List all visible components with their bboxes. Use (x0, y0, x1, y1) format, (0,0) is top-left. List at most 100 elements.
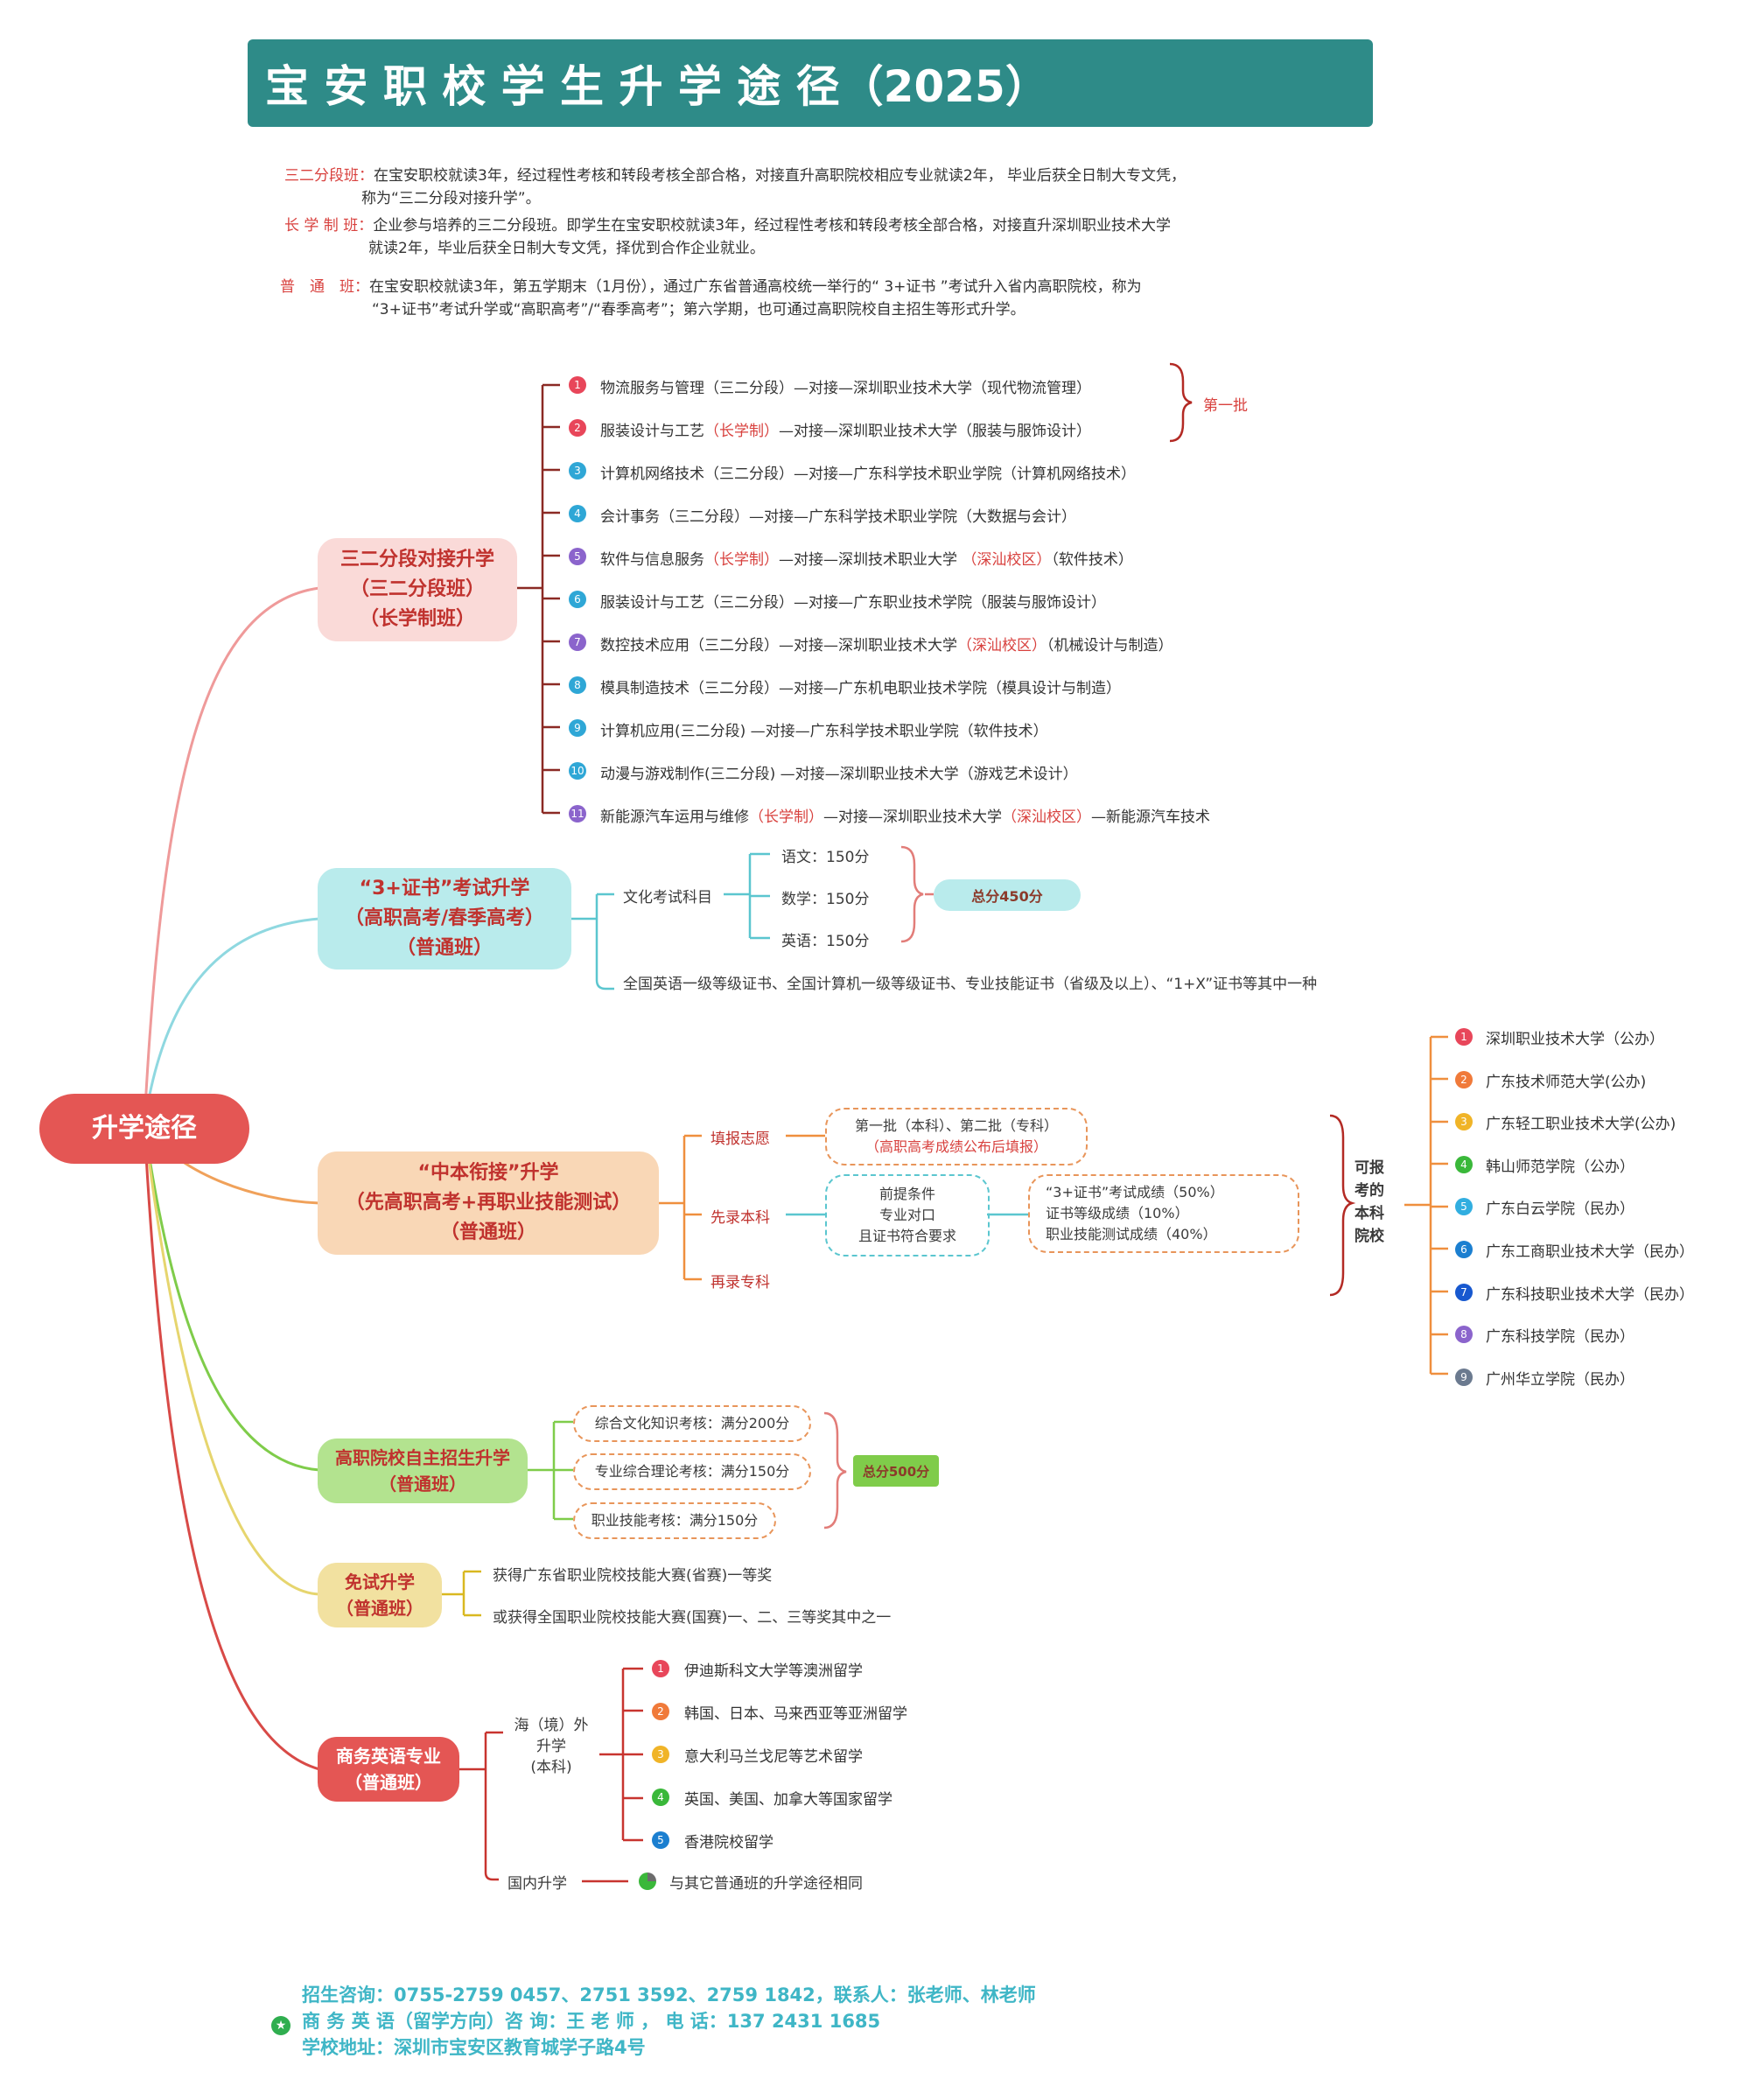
number-badge-icon: 11 (569, 805, 586, 822)
branch-line: （普通班） (396, 937, 493, 959)
school-item: 广东工商职业技术大学（民办） (1486, 1243, 1694, 1261)
program-text: —对接—深圳职业技术大学（服装与服饰设计） (779, 423, 1091, 440)
number-badge-icon: 8 (569, 676, 586, 694)
exempt-item: 获得广东省职业院校技能大赛(省赛)一等奖 (493, 1567, 773, 1585)
total-score-pill: 总分450分 (934, 879, 1081, 911)
intro-normal: 普 通 班：在宝安职校就读3年，第五学期末（1月份），通过广东省普通高校统一举行… (280, 276, 1142, 321)
overseas-item: 英国、美国、加拿大等国家留学 (684, 1791, 892, 1809)
apply-line: 第一批（本科）、第二批（专科） (854, 1117, 1058, 1134)
program-highlight: （深汕校区） (1002, 808, 1091, 826)
school-item: 广东科技学院（民办） (1486, 1328, 1634, 1347)
program-item: 计算机应用(三二分段) —对接—广东科学技术职业学院（软件技术） (600, 718, 1048, 740)
certificate-requirement: 全国英语一级等级证书、全国计算机一级等级证书、专业技能证书（省级及以上）、“1+… (623, 976, 1318, 993)
number-badge-icon: 9 (1455, 1368, 1473, 1386)
number-badge-icon: 6 (1455, 1241, 1473, 1258)
program-highlight: （长学制） (704, 423, 779, 440)
exam-box: 职业技能考核：满分150分 (573, 1502, 776, 1539)
program-text: 模具制造技术（三二分段）—对接—广东机电职业技术学院（模具设计与制造） (600, 680, 1121, 697)
prereq-box: 前提条件专业对口且证书符合要求 (825, 1174, 990, 1256)
intro-label: 普 通 班： (280, 278, 369, 296)
intro-text-2: 称为“三二分段对接升学”。 (361, 190, 541, 207)
program-text: —对接—深圳职业技术大学 (823, 808, 1002, 826)
branch-line: （普通班） (439, 1222, 536, 1243)
apply-label: 填报志愿 (710, 1130, 770, 1148)
star-icon: ★ (271, 2016, 290, 2035)
label-line: (本科) (530, 1759, 572, 1776)
branch-zhongben-node: “中本衔接”升学 （先高职高考+再职业技能测试） （普通班） (318, 1152, 659, 1255)
total-score-pill: 总分500分 (853, 1455, 939, 1487)
program-text: 动漫与游戏制作(三二分段) —对接—深圳职业技术大学（游戏艺术设计） (600, 766, 1078, 783)
program-text: 服装设计与工艺 (600, 423, 704, 440)
branch-line: （先高职高考+再职业技能测试） (345, 1192, 632, 1214)
program-text: 物流服务与管理（三二分段）—对接—深圳职业技术大学（现代物流管理） (600, 380, 1091, 397)
pie-icon (639, 1872, 656, 1890)
branch-autonomous-node: 高职院校自主招生升学（普通班） (318, 1438, 528, 1503)
footer-line: 招生咨询：0755-2759 0457、2751 3592、2759 1842，… (302, 1984, 1036, 2006)
branch-line: （三二分段班） (349, 578, 485, 600)
number-badge-icon: 7 (1455, 1283, 1473, 1301)
intro-text-2: “3+证书”考试升学或“高职高考”/“春季高考”；第六学期，也可通过高职院校自主… (372, 301, 1026, 318)
intro-text: 企业参与培养的三二分段班。即学生在宝安职校就读3年，经过程性考核和转段考核全部合… (373, 217, 1172, 234)
program-text: 计算机网络技术（三二分段）—对接—广东科学技术职业学院（计算机网络技术） (600, 466, 1136, 483)
program-text: 服装设计与工艺（三二分段）—对接—广东职业技术学院（服装与服饰设计） (600, 594, 1106, 612)
number-badge-icon: 5 (652, 1831, 669, 1849)
program-text: 数控技术应用（三二分段）—对接—深圳职业技术大学 (600, 637, 957, 654)
number-badge-icon: 1 (569, 376, 586, 394)
page-title: 宝 安 职 校 学 生 升 学 途 径（2025） (248, 39, 1373, 127)
program-item: 软件与信息服务（长学制）—对接—深圳技术职业大学 （深汕校区）（软件技术） (600, 547, 1133, 569)
exam-box: 综合文化知识考核：满分200分 (573, 1405, 811, 1442)
label-line: 可报 (1354, 1159, 1384, 1177)
exempt-item: 或获得全国职业院校技能大赛(国赛)一、二、三等奖其中之一 (493, 1609, 892, 1627)
subject-label: 文化考试科目 (623, 889, 712, 906)
school-item: 广东技术师范大学(公办) (1486, 1073, 1647, 1091)
eligible-schools-label: 可报 考的 本科 院校 (1354, 1157, 1384, 1248)
number-badge-icon: 3 (569, 462, 586, 480)
program-text: 软件与信息服务 (600, 551, 704, 569)
branch-line: 三二分段对接升学 (340, 549, 494, 570)
domestic-label: 国内升学 (508, 1875, 567, 1893)
intro-text: 在宝安职校就读3年，经过程性考核和转段考核全部合格，对接直升高职院校相应专业就读… (374, 167, 1186, 185)
program-text: 新能源汽车运用与维修 (600, 808, 749, 826)
contact-footer: 招生咨询：0755-2759 0457、2751 3592、2759 1842，… (302, 1982, 1036, 2061)
number-badge-icon: 5 (569, 548, 586, 565)
exam-box: 专业综合理论考核：满分150分 (573, 1453, 811, 1490)
then-college-label: 再录专科 (710, 1274, 770, 1292)
number-badge-icon: 4 (1455, 1155, 1473, 1173)
branch-32-node: 三二分段对接升学（三二分段班）（长学制班） (318, 538, 517, 641)
label-line: 考的 (1354, 1182, 1384, 1200)
program-text: （软件技术） (1051, 551, 1133, 569)
overseas-label: 海（境）外 升学 (本科) (503, 1715, 599, 1778)
program-text: （机械设计与制造） (1046, 637, 1173, 654)
school-item: 深圳职业技术大学（公办） (1486, 1031, 1664, 1048)
branch-line: “中本衔接”升学 (417, 1162, 559, 1184)
program-item: 计算机网络技术（三二分段）—对接—广东科学技术职业学院（计算机网络技术） (600, 461, 1136, 483)
school-item: 韩山师范学院（公办） (1486, 1158, 1634, 1176)
subject-item: 语文：150分 (781, 849, 870, 866)
apply-line-note: （高职高考成绩公布后填报） (864, 1138, 1047, 1155)
program-item: 物流服务与管理（三二分段）—对接—深圳职业技术大学（现代物流管理） (600, 375, 1091, 397)
program-text: 会计事务（三二分段）—对接—广东科学技术职业学院（大数据与会计） (600, 508, 1076, 526)
number-badge-icon: 2 (652, 1703, 669, 1720)
program-item: 模具制造技术（三二分段）—对接—广东机电职业技术学院（模具设计与制造） (600, 676, 1121, 697)
number-badge-icon: 9 (569, 719, 586, 737)
intro-text: 在宝安职校就读3年，第五学期末（1月份），通过广东省普通高校统一举行的“ 3+证… (369, 278, 1142, 296)
school-item: 广东科技职业技术大学（民办） (1486, 1285, 1694, 1304)
intro-label: 长 学 制 班： (284, 217, 374, 234)
number-badge-icon: 7 (569, 634, 586, 651)
footer-line: 学校地址：深圳市宝安区教育城学子路4号 (302, 2037, 646, 2058)
program-item: 新能源汽车运用与维修（长学制）—对接—深圳职业技术大学（深汕校区）—新能源汽车技… (600, 804, 1210, 826)
domestic-item: 与其它普通班的升学途径相同 (669, 1875, 863, 1893)
score-line: “3+证书”考试成绩（50%） (1046, 1184, 1224, 1200)
overseas-item: 意大利马兰戈尼等艺术留学 (684, 1748, 863, 1766)
program-item: 服装设计与工艺（长学制）—对接—深圳职业技术大学（服装与服饰设计） (600, 418, 1091, 440)
program-item: 动漫与游戏制作(三二分段) —对接—深圳职业技术大学（游戏艺术设计） (600, 761, 1078, 783)
number-badge-icon: 2 (1455, 1070, 1473, 1088)
branch-line: （普通班） (379, 1474, 466, 1494)
program-item: 数控技术应用（三二分段）—对接—深圳职业技术大学（深汕校区）（机械设计与制造） (600, 633, 1173, 654)
number-badge-icon: 1 (652, 1660, 669, 1677)
school-item: 广东白云学院（民办） (1486, 1200, 1634, 1219)
root-node: 升学途径 (39, 1094, 249, 1164)
branch-3cert-node: “3+证书”考试升学（高职高考/春季高考）（普通班） (318, 868, 571, 970)
label-line: 院校 (1354, 1228, 1384, 1245)
